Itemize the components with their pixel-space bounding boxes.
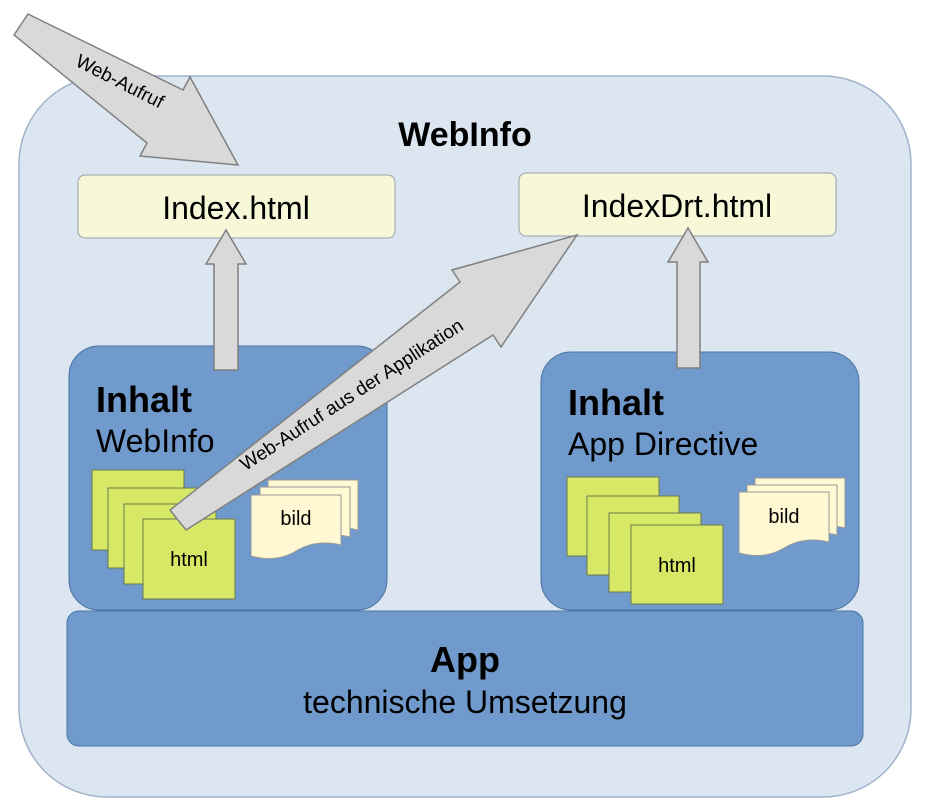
- index-page-label: Index.html: [162, 190, 310, 226]
- app-subtitle: technische Umsetzung: [303, 684, 627, 720]
- html-document-icon: [142, 518, 236, 600]
- index-page-box: Index.html: [77, 174, 396, 239]
- image-label-right: bild: [768, 506, 799, 528]
- image-stack-left: [250, 479, 359, 560]
- indexdrt-page-box: IndexDrt.html: [518, 172, 837, 237]
- image-label-left: bild: [280, 508, 311, 530]
- image-stack-right: [738, 477, 846, 557]
- app-heading: App: [430, 639, 500, 680]
- html-document-icon: [630, 524, 724, 605]
- content-app-directive-subtitle: App Directive: [568, 426, 758, 462]
- up-arrow-right: [666, 226, 710, 369]
- image-icon: [738, 491, 830, 557]
- content-webinfo-heading: Inhalt: [96, 379, 192, 420]
- html-document-stack-right: [566, 476, 724, 605]
- html-document-label-right: html: [658, 555, 696, 577]
- content-app-directive-heading: Inhalt: [568, 382, 664, 423]
- content-webinfo-subtitle: WebInfo: [96, 423, 215, 459]
- web-call-arrow: [12, 13, 240, 166]
- app-box: [66, 610, 864, 747]
- html-document-label-left: html: [170, 549, 208, 571]
- diagram-title: WebInfo: [398, 116, 531, 154]
- indexdrt-page-label: IndexDrt.html: [582, 188, 772, 224]
- image-icon: [250, 494, 342, 560]
- web-call-from-app-arrow: [168, 233, 579, 531]
- up-arrow-left: [204, 228, 248, 371]
